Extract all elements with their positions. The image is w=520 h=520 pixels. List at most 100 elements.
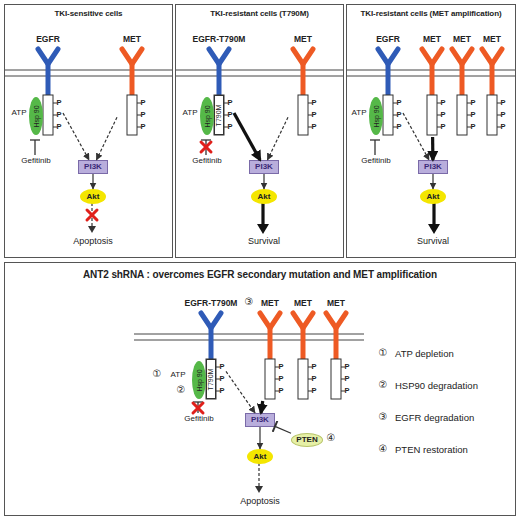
phospho-label: P xyxy=(500,99,505,107)
drug-label: Gefitinib xyxy=(192,157,221,165)
receptor-label: MET xyxy=(123,35,141,44)
receptor-label: MET xyxy=(294,35,312,44)
phospho-tick xyxy=(393,103,397,104)
receptor-arms xyxy=(293,49,313,64)
phospho-tick xyxy=(393,127,397,128)
phospho-tick xyxy=(224,127,228,128)
phospho-tick xyxy=(308,115,312,116)
node-label: PI3K xyxy=(424,163,442,171)
receptor: MET xyxy=(417,35,447,137)
atp-label: ATP xyxy=(352,109,367,117)
receptor: MET xyxy=(321,299,351,401)
dashed-arrow xyxy=(91,203,92,226)
phospho-label: P xyxy=(311,111,316,119)
kinase-domain xyxy=(331,359,341,399)
thick-arrow xyxy=(234,113,260,160)
receptor-label: MET xyxy=(483,35,501,44)
atp-label: ATP xyxy=(12,109,27,117)
node-label: Akt xyxy=(427,193,440,201)
phospho-label: P xyxy=(311,375,316,383)
phospho-tick xyxy=(497,127,501,128)
kinase-domain xyxy=(127,95,137,135)
kinase-domain-box: T790M xyxy=(206,359,216,399)
akt-oval: Akt xyxy=(251,189,277,204)
receptor-arms xyxy=(378,49,398,64)
phospho-tick xyxy=(137,127,141,128)
drug-label: Gefitinib xyxy=(184,415,213,423)
phospho-label: P xyxy=(344,387,349,395)
outcome-label: Survival xyxy=(248,237,280,246)
node-label: Hsp 90 xyxy=(196,369,203,391)
atp-label: ATP xyxy=(171,371,186,379)
atp-label: ATP xyxy=(183,109,198,117)
inhibition-bar xyxy=(370,139,380,140)
receptor-label: MET xyxy=(327,299,345,308)
drug-label: Gefitinib xyxy=(361,157,390,165)
phospho-tick xyxy=(216,391,220,392)
inhibition-stem xyxy=(197,402,198,413)
panel-box: ANT2 shRNA : overcomes EGFR secondary mu… xyxy=(4,262,516,516)
dashed-arrow xyxy=(96,117,117,160)
outcome-label: Survival xyxy=(417,237,449,246)
phospho-tick xyxy=(275,379,279,380)
kinase-domain xyxy=(214,95,224,135)
callout-number: ③ xyxy=(245,297,254,307)
drug-label: Gefitinib xyxy=(21,157,50,165)
signal-arrow xyxy=(259,427,260,449)
panel-title: TKI-resistant cells (T790M) xyxy=(178,9,341,18)
phospho-tick xyxy=(308,391,312,392)
phospho-label: P xyxy=(500,123,505,131)
arrow-head xyxy=(88,226,96,233)
receptor-label: MET xyxy=(453,35,471,44)
outcome-label: Apoptosis xyxy=(240,497,280,506)
pi3k-box: PI3K xyxy=(249,160,279,174)
receptor-label: MET xyxy=(294,299,312,308)
receptor-stem xyxy=(301,63,306,95)
phospho-label: P xyxy=(56,111,61,119)
phospho-label: P xyxy=(311,387,316,395)
inhibition-bar xyxy=(193,401,203,402)
phospho-tick xyxy=(308,367,312,368)
phospho-tick xyxy=(308,379,312,380)
arrow-head xyxy=(257,224,269,234)
receptor-stem xyxy=(301,327,306,359)
dashed-arrow xyxy=(63,113,89,160)
pten-oval: PTEN xyxy=(291,433,323,447)
phospho-label: P xyxy=(344,375,349,383)
receptor-arms xyxy=(293,313,313,328)
kinase-domain xyxy=(265,359,275,399)
signal-arrow xyxy=(432,174,433,189)
phospho-tick xyxy=(216,379,220,380)
mechanism-note: PTEN restoration xyxy=(395,445,468,455)
receptor-stem xyxy=(386,63,391,95)
receptor: MET xyxy=(255,299,285,401)
membrane-line xyxy=(176,76,343,77)
arrow-head xyxy=(428,224,440,234)
phospho-label: P xyxy=(440,123,445,131)
receptor-arms xyxy=(122,49,142,64)
phospho-tick xyxy=(341,391,345,392)
receptor: MET xyxy=(117,35,147,137)
receptor-arms xyxy=(326,313,346,328)
receptor-arms xyxy=(209,49,229,64)
membrane-line xyxy=(5,70,172,71)
mechanism-note: HSP90 degradation xyxy=(395,381,478,391)
receptor-stem xyxy=(430,63,435,95)
mechanism-note: EGFR degradation xyxy=(395,413,474,423)
phospho-label: P xyxy=(227,99,232,107)
pi3k-box: PI3K xyxy=(78,160,108,174)
panel-box: TKI-sensitive cellsEGFRMETHsp 90PI3KAktA… xyxy=(4,4,173,258)
receptor-arms xyxy=(201,313,221,328)
phospho-tick xyxy=(497,115,501,116)
cross-stroke xyxy=(201,142,211,152)
membrane-line xyxy=(176,70,343,71)
phospho-label: P xyxy=(219,387,224,395)
phospho-tick xyxy=(467,127,471,128)
akt-oval: Akt xyxy=(247,449,273,464)
receptor-stem xyxy=(217,63,222,95)
receptor-label: EGFR-T790M xyxy=(193,35,246,44)
receptor: MET xyxy=(288,299,318,401)
node-label: Akt xyxy=(254,453,267,461)
node-label: Akt xyxy=(87,193,100,201)
inhibition-stem xyxy=(205,140,206,155)
